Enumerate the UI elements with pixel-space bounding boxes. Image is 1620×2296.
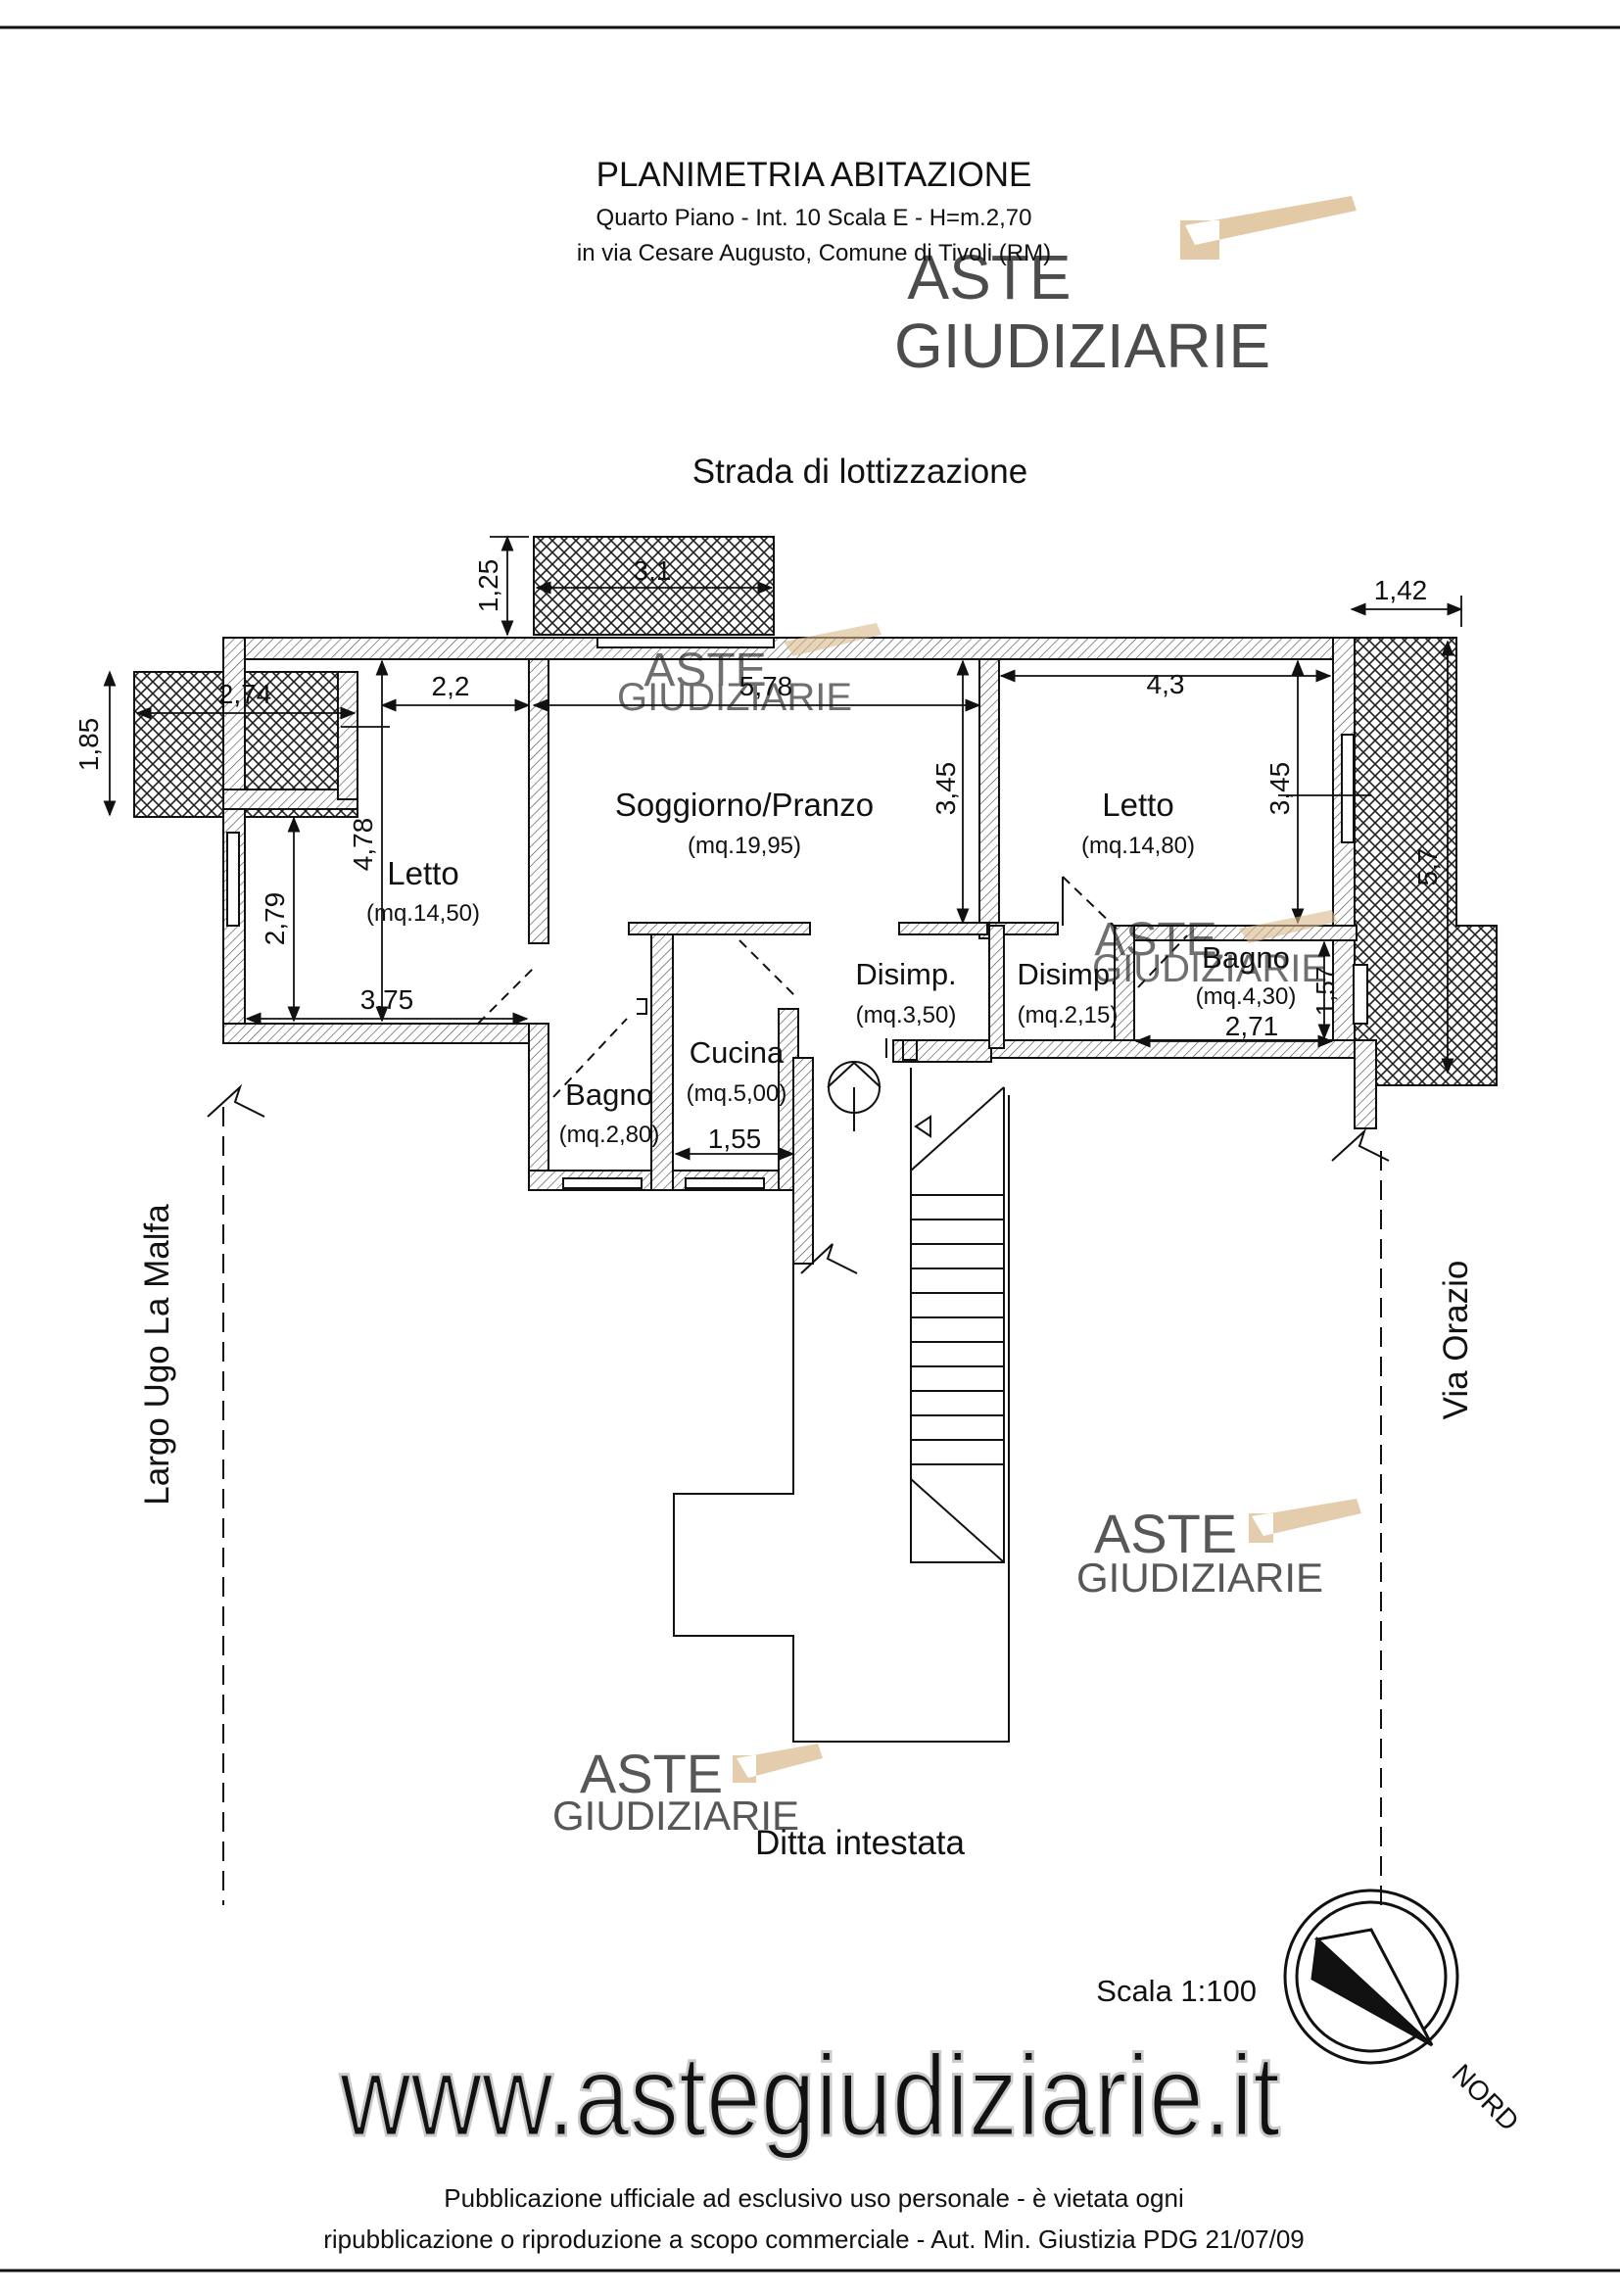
room-area: (mq.19,95)	[688, 833, 801, 859]
plan-subtitle-1: Quarto Piano - Int. 10 Scala E - H=m.2,7…	[596, 205, 1032, 231]
walls	[222, 637, 1377, 1265]
footer-line-2: ripubblicazione o riproduzione a scopo c…	[323, 2224, 1305, 2254]
room-area: (mq.5,00)	[687, 1080, 787, 1107]
dim-bagno-right-height: 1,57	[1310, 967, 1340, 1017]
dim-letto-right-width: 4,3	[1147, 669, 1185, 699]
watermark-brand-2: GIUDIZIARIE	[617, 676, 852, 719]
stair-block-outline	[673, 1058, 1010, 1743]
room-name: Letto	[1102, 787, 1173, 823]
windows	[226, 637, 1368, 1189]
dim-balcony-top-width: 3,1	[634, 555, 672, 586]
room-name: Disimp.	[855, 957, 956, 991]
plan-title: PLANIMETRIA ABITAZIONE	[596, 156, 1032, 194]
dim-letto-right-height: 3,45	[1264, 762, 1295, 816]
watermark-brand-1: ASTE	[580, 1743, 723, 1804]
dim-letto-left-top: 2,2	[432, 671, 470, 701]
watermark-brand-1: ASTE	[643, 645, 766, 696]
room-cucina: Cucina (mq.5,00)	[687, 1035, 787, 1107]
watermark-logo-mid: ASTE GIUDIZIARIE	[1076, 1499, 1361, 1601]
balcony-top	[533, 536, 775, 636]
north-compass-icon	[1283, 1889, 1459, 2065]
dim-balcony-right-length: 5,7	[1412, 848, 1443, 886]
room-name: Disimp.	[1017, 957, 1118, 991]
watermark-logo-plan: ASTE GIUDIZIARIE	[617, 623, 881, 719]
watermark-brand-2: GIUDIZIARIE	[894, 311, 1270, 381]
compass-label: NORD	[1447, 2058, 1525, 2136]
watermark-url: www.astegiudiziarie.it	[339, 2032, 1280, 2161]
staircase-entry-arrow	[827, 1061, 931, 1138]
gavel-icon	[733, 1744, 823, 1783]
watermark-logo-bath: ASTE GIUDIZIARIE	[1092, 910, 1337, 990]
watermark-brand-1: ASTE	[1094, 1503, 1237, 1564]
room-letto-left: Letto (mq.14,50)	[366, 855, 480, 927]
door-leaves	[637, 877, 1064, 1058]
dim-bagno-right-width: 2,71	[1225, 1011, 1279, 1041]
room-soggiorno: Soggiorno/Pranzo (mq.19,95)	[615, 787, 874, 859]
plan-subtitle-2: in via Cesare Augusto, Comune di Tivoli …	[577, 240, 1051, 266]
room-area: (mq.2,15)	[1018, 1002, 1119, 1028]
room-name: Bagno	[565, 1077, 653, 1112]
room-area: (mq.4,30)	[1196, 983, 1297, 1010]
street-bottom-label: Ditta intestata	[755, 1824, 966, 1862]
room-area: (mq.14,50)	[366, 900, 480, 927]
room-bagno-right: Bagno (mq.4,30)	[1196, 940, 1297, 1010]
dim-cucina-width: 1,55	[708, 1124, 762, 1154]
watermark-logo-top: ASTE GIUDIZIARIE	[894, 196, 1357, 381]
room-name: Cucina	[690, 1035, 785, 1070]
room-name: Soggiorno/Pranzo	[615, 787, 874, 823]
gavel-icon	[1180, 196, 1357, 260]
dim-balcony-top-height: 1,25	[473, 559, 503, 613]
gavel-icon	[1249, 1499, 1361, 1543]
dim-letto-left-height: 4,78	[348, 818, 378, 872]
room-disimp-2: Disimp. (mq.2,15)	[1017, 957, 1118, 1028]
staircase	[910, 1068, 1005, 1563]
room-letto-right: Letto (mq.14,80)	[1081, 787, 1195, 859]
room-area: (mq.2,80)	[559, 1122, 660, 1148]
gavel-icon	[784, 623, 881, 656]
dim-soggiorno-width: 5,78	[739, 671, 793, 701]
watermark-brand-2: GIUDIZIARIE	[1076, 1555, 1323, 1601]
footer-line-1: Pubblicazione ufficiale ad esclusivo uso…	[444, 2183, 1183, 2213]
scale-label: Scala 1:100	[1096, 1974, 1257, 2008]
room-area: (mq.14,80)	[1081, 833, 1195, 859]
room-name: Letto	[387, 855, 458, 891]
watermark-brand-1: ASTE	[907, 242, 1071, 312]
watermark-brand-2: GIUDIZIARIE	[552, 1793, 799, 1839]
wall-break-symbols	[207, 1083, 1390, 1274]
gavel-icon	[1239, 910, 1337, 943]
dim-balcony-left-height: 1,85	[73, 718, 104, 772]
room-bagno-left: Bagno (mq.2,80)	[559, 1077, 660, 1148]
room-area: (mq.3,50)	[856, 1002, 957, 1028]
dim-letto-left-width: 3,75	[360, 984, 414, 1015]
street-top-label: Strada di lottizzazione	[692, 453, 1027, 491]
watermark-brand-1: ASTE	[1094, 914, 1216, 966]
room-disimp-1: Disimp. (mq.3,50)	[855, 957, 956, 1028]
dimension-lines	[103, 535, 1463, 1161]
watermark-logo-lower: ASTE GIUDIZIARIE	[552, 1743, 823, 1839]
dim-balcony-left-width: 2,74	[218, 679, 272, 709]
door-swings	[477, 876, 1188, 1098]
room-name: Bagno	[1202, 940, 1290, 975]
watermark-brand-2: GIUDIZIARIE	[1092, 947, 1327, 990]
street-right-label: Via Orazio	[1437, 1261, 1475, 1420]
dim-balcony-right-width: 1,42	[1374, 575, 1428, 605]
dim-letto-left-lower: 2,79	[260, 892, 290, 946]
dim-soggiorno-height: 3,45	[930, 762, 961, 816]
street-left-label: Largo Ugo La Malfa	[138, 1204, 176, 1506]
